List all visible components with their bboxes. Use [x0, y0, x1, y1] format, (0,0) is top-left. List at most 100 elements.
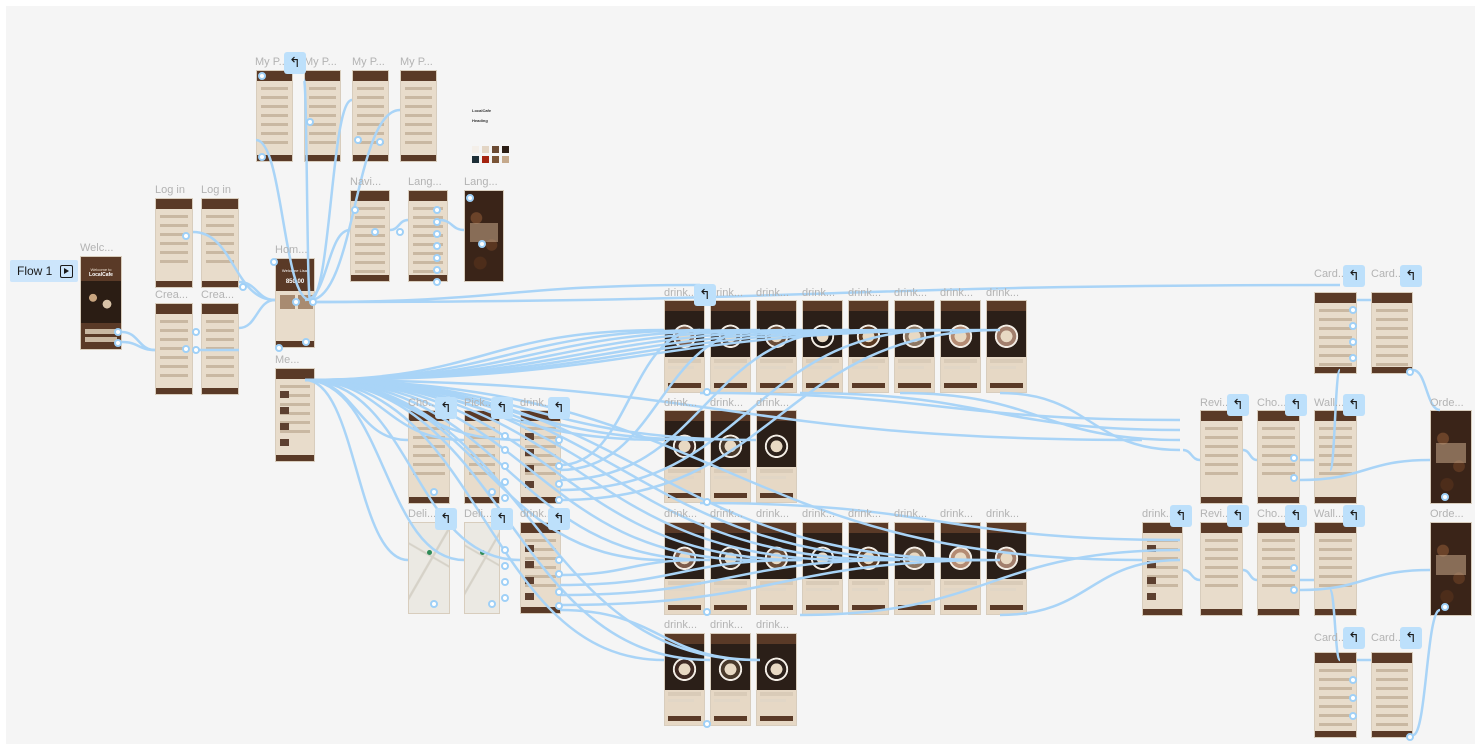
connection-node[interactable] [433, 254, 441, 262]
form-field[interactable] [1376, 309, 1408, 312]
form-field[interactable] [413, 454, 445, 457]
form-field[interactable] [413, 234, 443, 237]
frame-profile[interactable] [256, 70, 293, 162]
bottom-nav[interactable] [409, 275, 447, 281]
add-to-order-button[interactable] [760, 493, 793, 498]
form-field[interactable] [1262, 548, 1295, 551]
frame-drink[interactable] [664, 633, 705, 726]
connection-node[interactable] [501, 578, 509, 586]
frame-label[interactable]: drink... [940, 287, 974, 299]
form-field[interactable] [357, 96, 384, 99]
connection-node[interactable] [275, 344, 283, 352]
form-field[interactable] [1319, 318, 1352, 321]
form-field[interactable] [280, 412, 310, 415]
connection-node[interactable] [433, 278, 441, 286]
form-field[interactable] [261, 105, 288, 108]
form-field[interactable] [355, 243, 385, 246]
connection-node[interactable] [309, 298, 317, 306]
back-arrow-icon[interactable]: ↰ [491, 397, 513, 419]
form-field[interactable] [261, 123, 288, 126]
add-to-order-button[interactable] [760, 383, 793, 388]
form-field[interactable] [1319, 454, 1352, 457]
form-field[interactable] [413, 463, 445, 466]
frame-login[interactable] [201, 198, 239, 288]
form-field[interactable] [1205, 548, 1238, 551]
form-field[interactable] [206, 374, 234, 377]
back-arrow-icon[interactable]: ↰ [435, 397, 457, 419]
form-field[interactable] [413, 243, 443, 246]
form-field[interactable] [160, 224, 188, 227]
form-field[interactable] [160, 356, 188, 359]
add-to-order-button[interactable] [990, 605, 1023, 610]
form-field[interactable] [160, 365, 188, 368]
menu-thumb[interactable] [280, 391, 289, 398]
form-field[interactable] [160, 242, 188, 245]
connection-node[interactable] [555, 556, 563, 564]
frame-drink[interactable] [756, 300, 797, 393]
frame-drink[interactable] [848, 522, 889, 615]
connection-node[interactable] [114, 328, 122, 336]
form-field[interactable] [413, 445, 445, 448]
form-field[interactable] [1205, 436, 1238, 439]
form-field[interactable] [1262, 454, 1295, 457]
frame-drink[interactable] [710, 300, 751, 393]
form-field[interactable] [525, 584, 556, 587]
frame-drink[interactable] [710, 522, 751, 615]
menu-thumb[interactable] [525, 545, 534, 552]
add-to-order-button[interactable] [714, 383, 747, 388]
connection-node[interactable] [703, 388, 711, 396]
form-field[interactable] [1319, 557, 1352, 560]
form-field[interactable] [1262, 566, 1295, 569]
form-field[interactable] [1205, 454, 1238, 457]
frame-label[interactable]: drink... [894, 508, 928, 520]
form-field[interactable] [1147, 557, 1178, 560]
form-field[interactable] [525, 557, 556, 560]
connection-node[interactable] [555, 480, 563, 488]
form-field[interactable] [355, 207, 385, 210]
menu-thumb[interactable] [1147, 593, 1156, 600]
frame-label[interactable]: Deli... [464, 508, 493, 520]
form-field[interactable] [206, 329, 234, 332]
add-to-order-button[interactable] [668, 493, 701, 498]
add-to-order-button[interactable] [852, 383, 885, 388]
connection-node[interactable] [555, 588, 563, 596]
form-field[interactable] [413, 216, 443, 219]
add-to-order-button[interactable] [898, 383, 931, 388]
bottom-nav[interactable] [401, 155, 436, 161]
back-arrow-icon[interactable]: ↰ [1285, 505, 1307, 527]
form-field[interactable] [160, 251, 188, 254]
frame-label[interactable]: drink... [710, 508, 744, 520]
connection-node[interactable] [1290, 586, 1298, 594]
frame-label[interactable]: Log in [155, 184, 185, 196]
form-field[interactable] [1376, 363, 1408, 366]
connection-node[interactable] [555, 436, 563, 444]
menu-thumb[interactable] [280, 439, 289, 446]
back-arrow-icon[interactable]: ↰ [284, 52, 306, 74]
connection-node[interactable] [114, 339, 122, 347]
form-field[interactable] [1319, 336, 1352, 339]
connection-node[interactable] [1349, 694, 1357, 702]
form-field[interactable] [1376, 696, 1408, 699]
back-arrow-icon[interactable]: ↰ [1343, 394, 1365, 416]
bottom-nav[interactable] [1201, 609, 1242, 615]
form-field[interactable] [413, 207, 443, 210]
connection-node[interactable] [1349, 676, 1357, 684]
frame-label[interactable]: drink... [710, 619, 744, 631]
form-field[interactable] [1262, 472, 1295, 475]
connection-node[interactable] [478, 240, 486, 248]
connection-node[interactable] [302, 338, 310, 346]
form-field[interactable] [357, 132, 384, 135]
menu-thumb[interactable] [525, 593, 534, 600]
connection-node[interactable] [430, 600, 438, 608]
menu-thumb[interactable] [1147, 577, 1156, 584]
form-field[interactable] [1262, 436, 1295, 439]
connection-node[interactable] [1290, 454, 1298, 462]
form-field[interactable] [261, 114, 288, 117]
add-to-order-button[interactable] [760, 605, 793, 610]
flow-play-icon[interactable] [60, 264, 74, 278]
connection-node[interactable] [182, 345, 190, 353]
connection-node[interactable] [1290, 474, 1298, 482]
connection-node[interactable] [1349, 338, 1357, 346]
connection-node[interactable] [1349, 322, 1357, 330]
